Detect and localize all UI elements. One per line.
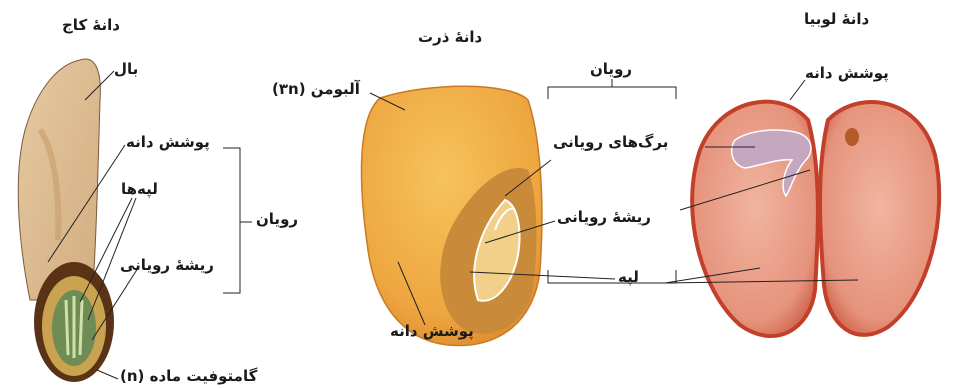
pine-gametophyte-label: گامتوفیت ماده (n)	[120, 367, 257, 385]
pine-seed-coat-label: پوشش دانه	[126, 133, 210, 151]
bean-hilum-mark	[845, 128, 859, 146]
bean-seed-title: دانهٔ لوبیا	[804, 10, 869, 28]
pine-seed-title: دانهٔ کاج	[62, 16, 120, 34]
pine-embryo-label: رویان	[256, 210, 298, 228]
pine-wing	[18, 59, 100, 300]
bean-seed-drawing	[692, 102, 939, 336]
cotyledon-label: لپه	[618, 268, 639, 286]
pine-radicle-label: ریشهٔ رویانی	[120, 256, 214, 274]
corn-seed-coat-label: پوشش دانه	[390, 322, 474, 340]
pine-cotyledons-label: لپه‌ها	[121, 180, 158, 198]
pine-seed-drawing	[18, 59, 114, 382]
embryo-bracket-label: رویان	[590, 60, 632, 78]
bean-right-half	[820, 102, 939, 335]
embryonic-leaves-label: برگ‌های رویانی	[553, 133, 668, 151]
bean-seed-coat-label: پوشش دانه	[805, 64, 889, 82]
pine-wing-label: بال	[114, 60, 138, 78]
corn-seed-title: دانهٔ ذرت	[418, 28, 482, 46]
corn-seed-drawing	[361, 86, 541, 345]
radicle-label: ریشهٔ رویانی	[557, 208, 651, 226]
corn-endosperm-label: آلبومن (۳n)	[272, 80, 360, 98]
